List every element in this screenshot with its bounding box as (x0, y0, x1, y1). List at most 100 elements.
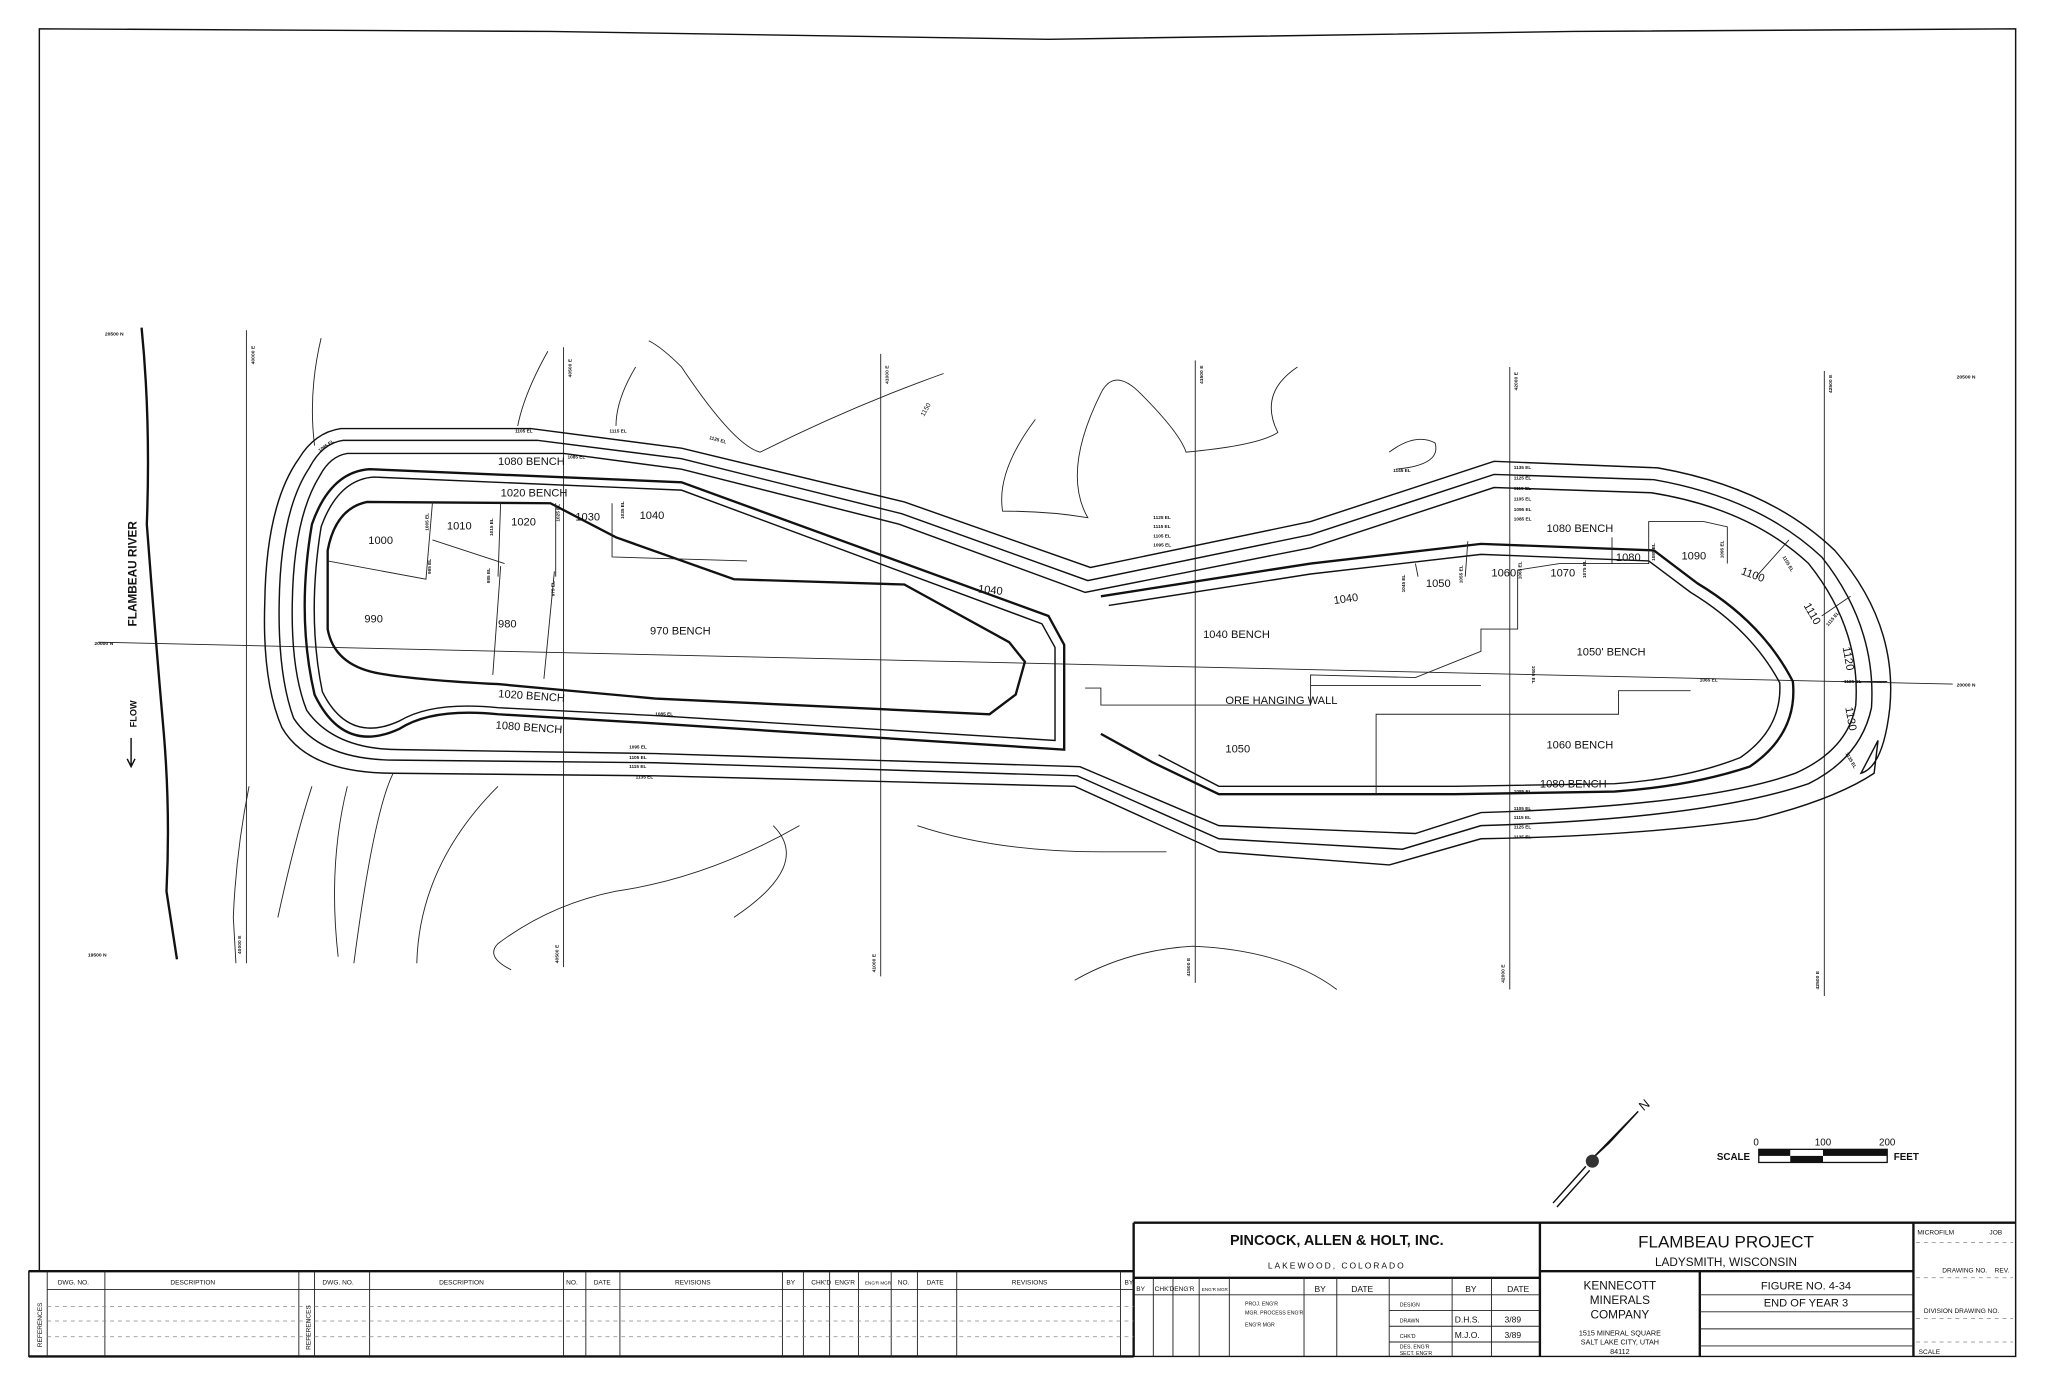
elevation-label: 1115 EL (1153, 524, 1170, 529)
elevation-label: 1125 EL (1844, 679, 1862, 684)
figure-title: END OF YEAR 3 (1764, 1298, 1849, 1310)
bench-label: 1110 (1801, 601, 1823, 627)
client-name-line: COMPANY (1591, 1308, 1650, 1321)
strip-column-header: REVISIONS (675, 1279, 711, 1286)
bench-label: 1040 (640, 510, 665, 522)
northing-label: 19500 N (88, 953, 107, 959)
easting-label: 42500 E (1815, 970, 1821, 989)
bench-label: 990 (364, 614, 383, 626)
easting-label: 40500 E (567, 358, 573, 377)
drawn-date: 3/89 (1505, 1314, 1522, 1324)
bench-label: 1090 (1681, 551, 1706, 563)
elevation-label: 1035 EL (620, 501, 625, 519)
north-arrow-icon (1552, 1110, 1639, 1208)
elevation-label: 1125 EL (709, 435, 727, 444)
elevation-label: 1075 EL (1582, 560, 1587, 578)
strip-column-header: REVISIONS (1012, 1279, 1048, 1286)
easting-label: 42000 E (1501, 964, 1507, 983)
elevation-label: 1085 EL (1514, 789, 1532, 794)
bench-label: 1040 BENCH (1203, 629, 1270, 641)
signoff-role: DRAWN (1400, 1318, 1420, 1324)
bench-label: 1080 BENCH (495, 720, 562, 737)
north-arrow: N (1552, 1096, 1653, 1208)
microfilm-label: MICROFILM (1917, 1230, 1954, 1237)
signoff-header: BY (1315, 1284, 1327, 1294)
elevation-label: 1105 EL (515, 428, 533, 433)
drawing-no-label: DRAWING NO. (1942, 1268, 1987, 1275)
elevation-label: 1015 EL (489, 518, 494, 536)
elevation-label: 1005 EL (425, 513, 430, 531)
scale-unit-label: FEET (1894, 1152, 1919, 1163)
signoff-header: ENG'R (1174, 1286, 1194, 1293)
northing-label: 20000 N (94, 641, 113, 647)
elevation-label: 1145 EL (1393, 468, 1411, 473)
division-drawing-no-label: DIVISION DRAWING NO. (1924, 1308, 2000, 1315)
strip-column-header: BY (1124, 1279, 1133, 1286)
client-address-line: SALT LAKE CITY, UTAH (1581, 1338, 1659, 1347)
strip-column-header: NO. (898, 1279, 910, 1286)
easting-label: 41000 E (885, 365, 891, 384)
scale-tick-label: 200 (1879, 1137, 1896, 1148)
bench-label: 1080 BENCH (1546, 523, 1613, 535)
bench-label: 1080 BENCH (1540, 779, 1607, 791)
strip-column-header: ENG'R (835, 1279, 855, 1286)
strip-column-header: DWG. NO. (322, 1279, 353, 1286)
elevation-label: 1115 EL (1825, 611, 1840, 628)
elevation-label: 975 EL (550, 581, 555, 596)
strip-column-header: DESCRIPTION (170, 1279, 215, 1286)
elevation-label: 1115 EL (629, 764, 646, 769)
contour-label: 1150 (920, 402, 933, 418)
signoff-role: DESIGN (1400, 1303, 1420, 1309)
client-address-line: 1515 MINERAL SQUARE (1579, 1328, 1661, 1337)
strip-column-header: BY (786, 1279, 795, 1286)
strip-column-header: NO. (566, 1279, 578, 1286)
river-bank (140, 327, 179, 960)
easting-label: 42500 E (1828, 374, 1834, 393)
easting-label: 41500 E (1186, 957, 1192, 976)
topographic-contours (232, 338, 1437, 990)
easting-label: 40000 E (237, 935, 243, 954)
flow-indicator: FLOW (126, 700, 138, 769)
scale-tick-label: 100 (1815, 1137, 1832, 1148)
elevation-label: 1125 EL (1514, 824, 1532, 829)
signoff-header: BY (1136, 1286, 1145, 1293)
bench-label: 1100 (1739, 566, 1766, 585)
elevation-label: 1105 EL (629, 755, 647, 760)
elevation-label: 1055 EL (1531, 666, 1536, 684)
signoff-header: BY (1465, 1284, 1477, 1294)
references-strip: REFERENCES REFERENCES DWG. NO.DESCRIPTIO… (28, 1270, 1134, 1358)
elevation-label: 1085 EL (568, 455, 586, 460)
flow-label: FLOW (128, 700, 138, 727)
bench-label: 1040 (1333, 592, 1359, 607)
elevation-label: 1135 EL (636, 774, 654, 779)
easting-label: 40000 E (250, 345, 256, 364)
elevation-label: 1045 EL (1401, 574, 1406, 592)
elevation-label: 985 EL (486, 568, 491, 583)
elevation-label: 1095 EL (1153, 542, 1171, 547)
strip-column-header: ENG'R MGR (865, 1280, 892, 1285)
checked-date: 3/89 (1505, 1330, 1522, 1340)
strip-column-header: DATE (927, 1279, 945, 1286)
figure-number: FIGURE NO. 4-34 (1761, 1281, 1851, 1293)
northing-label: 20500 N (1957, 375, 1976, 381)
signoff-role: CHK'D (1400, 1334, 1416, 1340)
references-side-label: REFERENCES (306, 1304, 313, 1349)
signoff-role: DES. ENG'R (1400, 1345, 1430, 1351)
bench-label: 1060 BENCH (1546, 739, 1613, 751)
strip-column-header: CHK'D (811, 1279, 831, 1286)
elevation-label: 1135 EL (1514, 835, 1532, 840)
signoff-role: SECT. ENG'R (1400, 1351, 1433, 1357)
elevation-label: 1115 EL (1514, 815, 1531, 820)
consultant-location: LAKEWOOD, COLORADO (1268, 1261, 1406, 1271)
elevation-label: 1105 EL (1514, 806, 1532, 811)
signoff-header: DATE (1351, 1284, 1373, 1294)
easting-label: 41500 E (1199, 365, 1205, 384)
signoff-header: CHK'D (1155, 1286, 1175, 1293)
bench-label: 970 BENCH (650, 625, 711, 637)
bench-label: 1060 (1491, 568, 1516, 580)
bench-label: 1080 (1616, 552, 1641, 564)
elevation-label: 1135 EL (1514, 465, 1532, 470)
signoff-role: ENG'R MGR (1245, 1322, 1275, 1328)
bench-label: 1050 (1426, 578, 1451, 590)
